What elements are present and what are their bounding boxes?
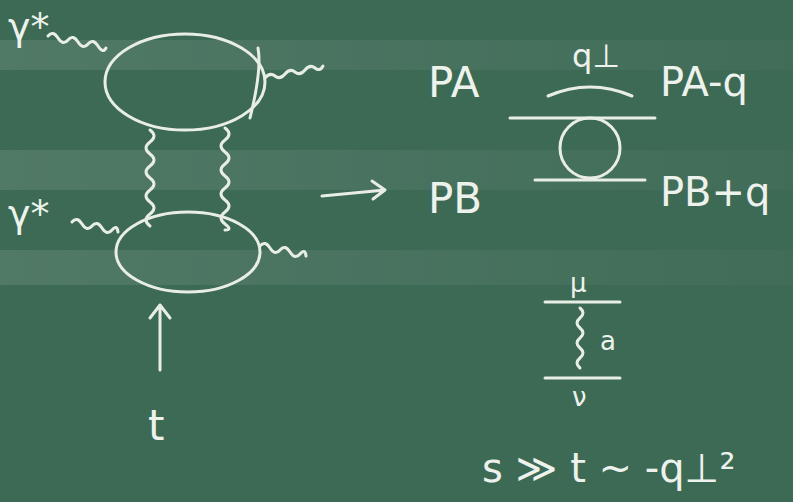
- photon-label: γ*: [8, 8, 50, 46]
- kinematics-note: s ≫ t ~ -q⊥²: [482, 448, 735, 488]
- momentum-label: t: [148, 405, 164, 447]
- momentum-label: PB+q: [660, 172, 770, 212]
- quark-loop: [116, 212, 260, 292]
- momentum-label: PB: [428, 178, 482, 220]
- photon-line: [265, 66, 323, 78]
- momentum-arrow: [150, 305, 170, 370]
- momentum-label: q⊥: [572, 40, 620, 72]
- momentum-arc: [548, 87, 632, 96]
- photon-line: [48, 33, 106, 50]
- momentum-label: PA: [428, 62, 479, 104]
- index-bar: [545, 377, 620, 380]
- photon-line: [260, 243, 306, 256]
- gluon-line: [146, 130, 154, 226]
- implies-arrow: [322, 181, 385, 199]
- momentum-label: PA-q: [660, 62, 748, 102]
- chalk-smear: [0, 250, 793, 285]
- lorentz-index: μ: [570, 270, 587, 296]
- index-bar: [545, 301, 620, 304]
- color-index: a: [600, 328, 616, 354]
- blob-loop: [560, 118, 620, 178]
- lorentz-index: ν: [572, 384, 587, 410]
- quark-loop: [105, 34, 265, 130]
- photon-label: γ*: [8, 195, 50, 233]
- photon-line: [72, 219, 118, 232]
- gluon-line: [250, 48, 259, 118]
- gluon-line: [577, 308, 583, 368]
- gluon-line: [221, 128, 229, 230]
